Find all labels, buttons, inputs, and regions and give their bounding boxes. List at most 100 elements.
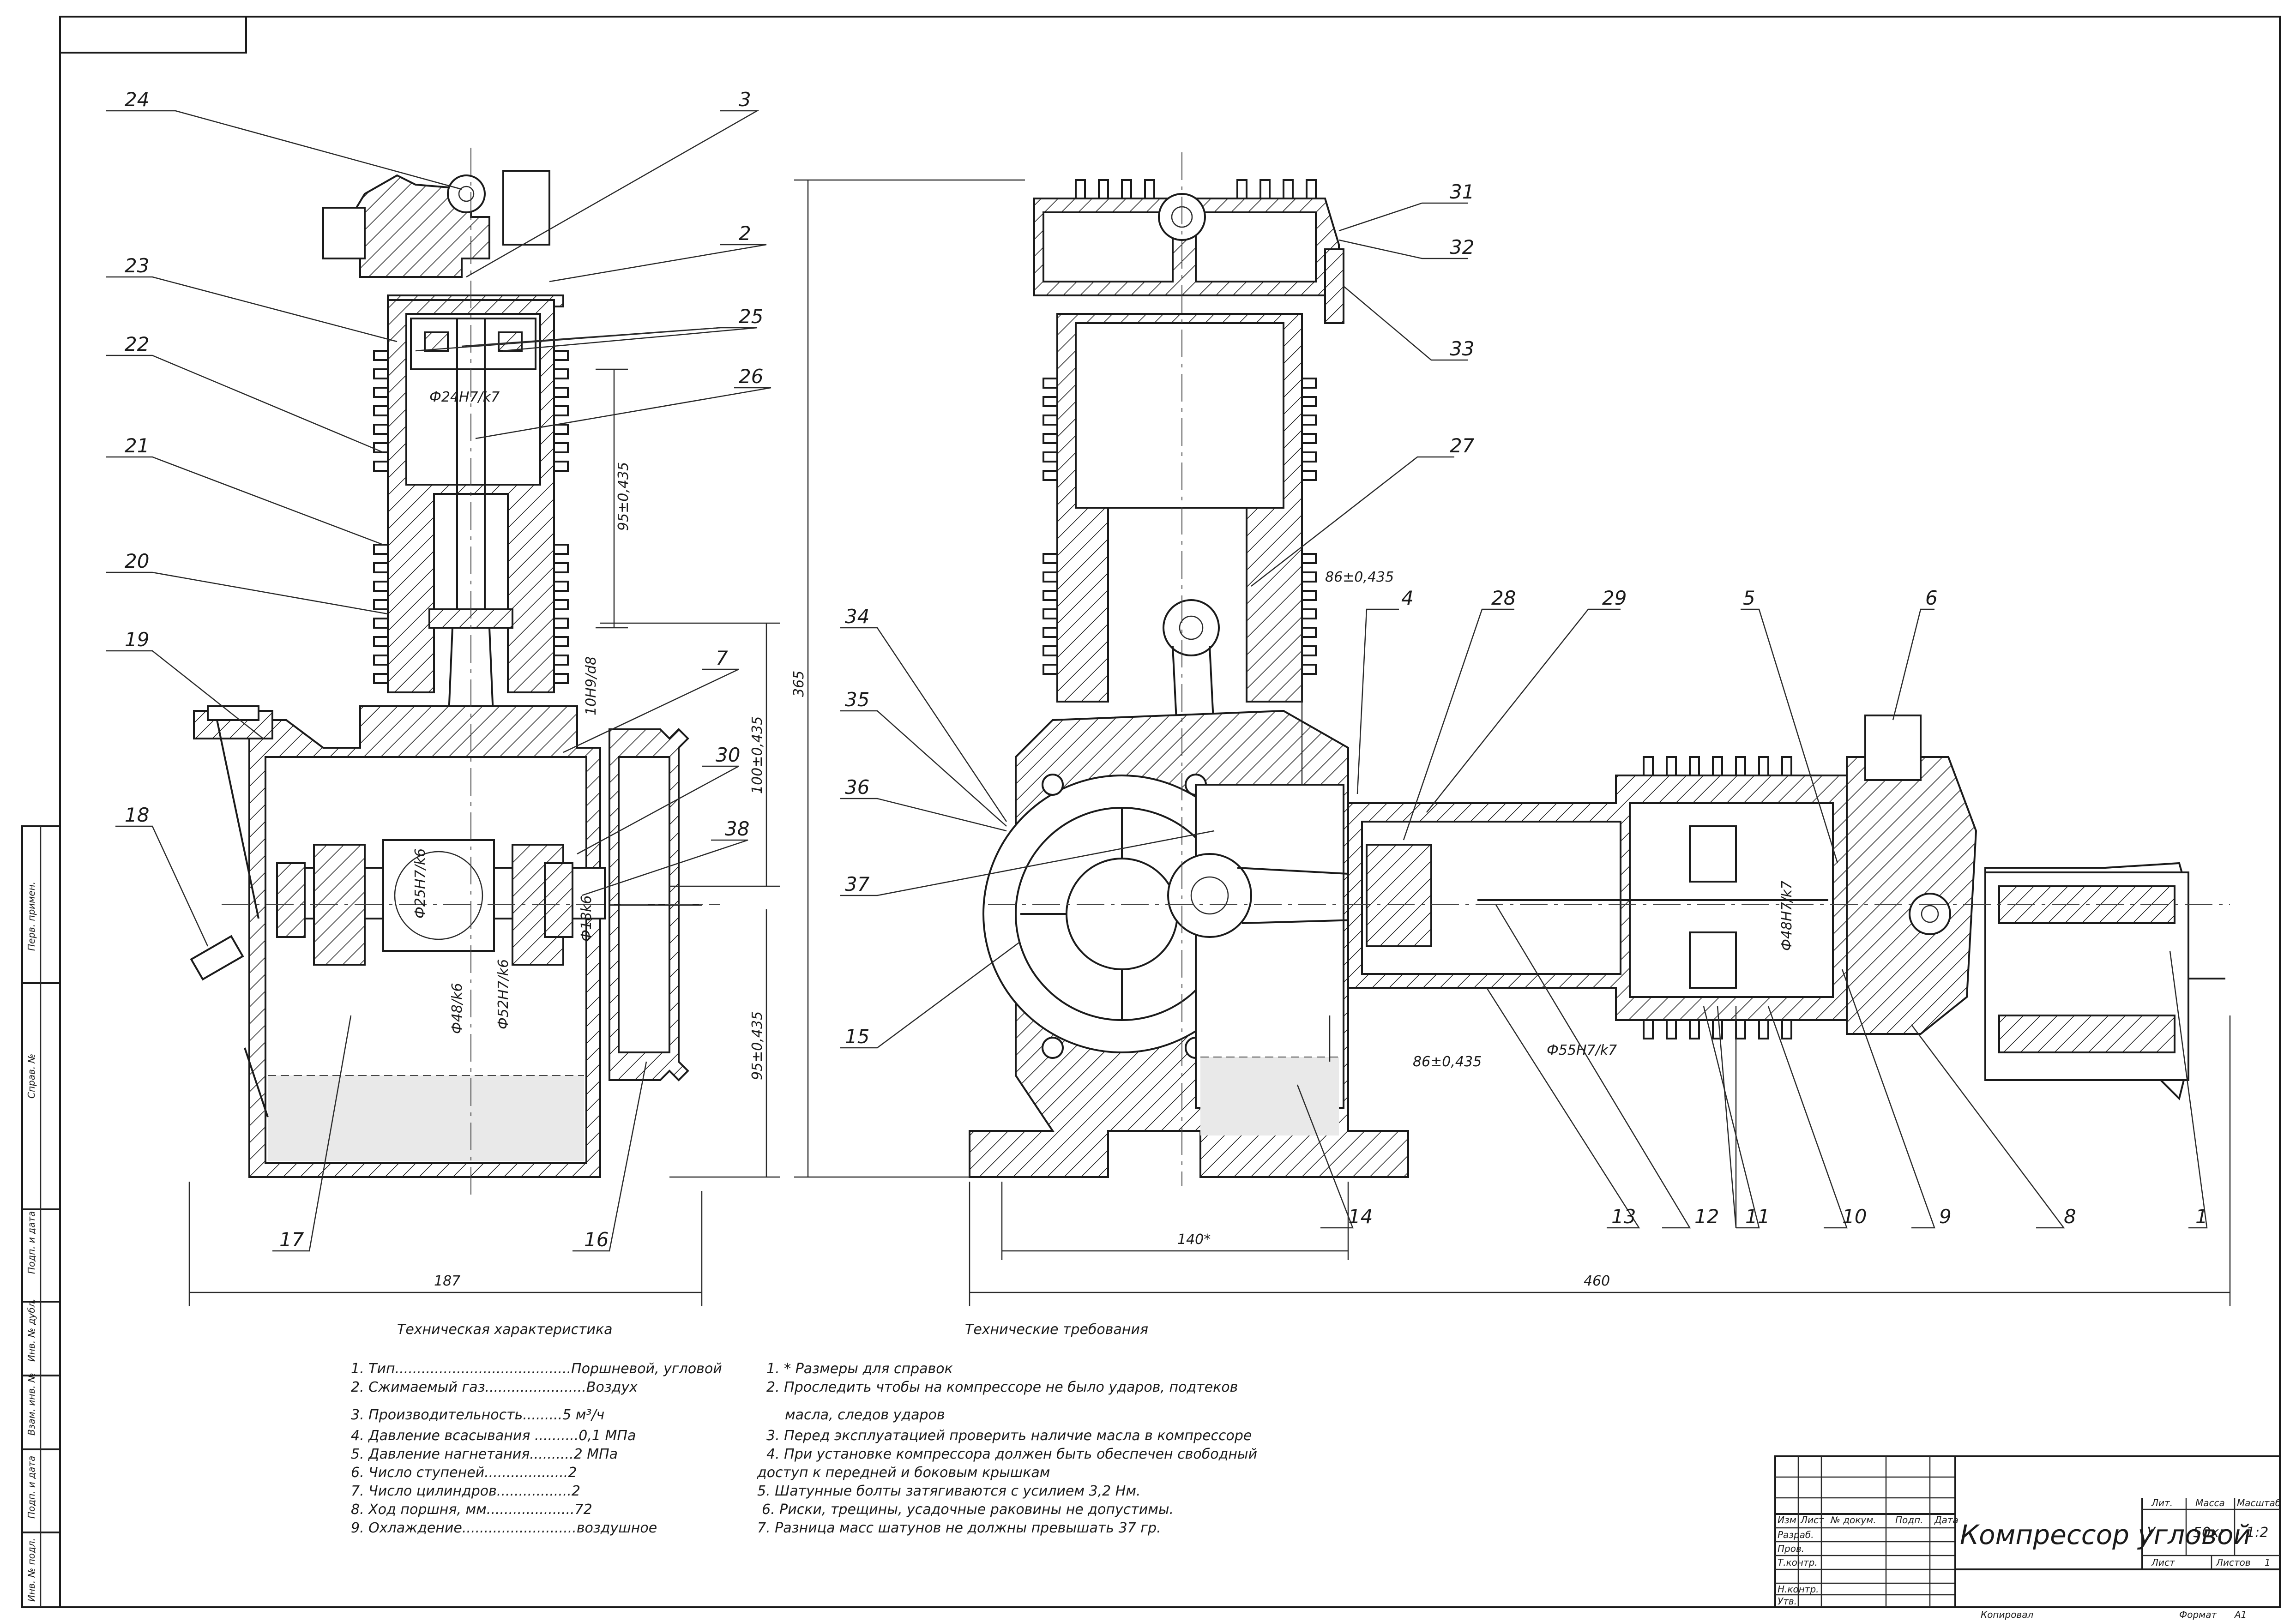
tech-req-item-3: масла, следов ударов	[785, 1407, 945, 1423]
tech-char-item-7: 7. Число цилиндров.................2	[351, 1483, 580, 1499]
tb-col-list: Лист	[1800, 1514, 1825, 1526]
callout-31: 31	[1450, 180, 1474, 203]
dim-d52: Ф52Н7/k6	[495, 959, 512, 1029]
side-section-view	[969, 152, 2230, 1186]
side-stamp-2: Справ. №	[26, 1054, 37, 1099]
front-section-view	[190, 148, 720, 1195]
tb-format-value: А1	[2234, 1609, 2247, 1620]
dim-d18: Ф18k6	[579, 895, 595, 942]
drawing-title: Компрессор угловой	[1960, 1519, 2251, 1550]
tb-col-doc: № докум.	[1830, 1514, 1876, 1526]
callout-11: 11	[1745, 1205, 1770, 1228]
callout-17: 17	[279, 1228, 304, 1251]
dim-d25: Ф25Н7/k6	[412, 848, 428, 919]
side-stamp-1: Перв. примен.	[26, 882, 37, 951]
side-stamp-6: Подп. и дата	[26, 1456, 37, 1519]
dim-w140: 140*	[1177, 1232, 1211, 1248]
tech-char-item-9: 9. Охлаждение..........................в…	[351, 1520, 657, 1536]
leader-lines	[106, 110, 2208, 1252]
tech-char-item-8: 8. Ход поршня, мм....................72	[351, 1502, 592, 1518]
dim-h95: 95±0,435	[615, 462, 632, 531]
tb-mass-label: Масса	[2195, 1497, 2225, 1508]
callout-18: 18	[125, 804, 149, 826]
callout-37: 37	[845, 873, 870, 895]
tb-sheets-label: Листов	[2216, 1557, 2251, 1568]
callout-10: 10	[1842, 1205, 1867, 1228]
side-stamp-7: Инв. № подл.	[26, 1538, 37, 1602]
callout-5: 5	[1743, 587, 1755, 609]
dim-365: 365	[791, 671, 807, 697]
tb-scale-value: 1:2	[2246, 1525, 2268, 1541]
callout-26: 26	[739, 365, 763, 388]
dim-d48: Ф48/k6	[449, 983, 465, 1034]
tb-col-date: Дата	[1934, 1514, 1959, 1526]
tech-characteristics: Техническая характеристика 1. Тип.......…	[351, 1322, 722, 1536]
callout-13: 13	[1611, 1205, 1636, 1228]
tech-req-item-5: 4. При установке компрессора должен быть…	[766, 1446, 1257, 1462]
callout-numbers: 1 2 3 4 5 6 7 8 9 10 11 12 13 14 15 16 1…	[125, 88, 2208, 1251]
dim-d48h7: Ф48Н7/k7	[1779, 881, 1795, 951]
tech-char-item-4: 4. Давление всасывания ..........0,1 МПа	[351, 1428, 636, 1444]
tech-char-item-3: 3. Производительность.........5 м³/ч	[351, 1407, 604, 1423]
tb-format-label: Формат	[2179, 1609, 2217, 1620]
dim-10h9: 10Н9/d8	[583, 656, 599, 715]
callout-12: 12	[1694, 1205, 1719, 1228]
tb-row-utv: Утв.	[1778, 1596, 1797, 1607]
tb-sheet-label: Лист	[2151, 1557, 2175, 1568]
dim-h95-low: 95±0,435	[749, 1011, 765, 1080]
side-stamp-4: Инв. № дубл.	[26, 1298, 37, 1362]
callout-3: 3	[739, 88, 751, 111]
sheet-frame	[59, 16, 2281, 1608]
callout-9: 9	[1939, 1205, 1952, 1228]
callout-32: 32	[1450, 236, 1474, 258]
tb-row-prov: Пров.	[1778, 1543, 1804, 1554]
callout-23: 23	[125, 254, 149, 277]
tech-requirements: Технические требования 1. * Размеры для …	[757, 1322, 1257, 1536]
tb-row-razrab: Разраб.	[1778, 1529, 1814, 1540]
dim-86-low: 86±0,435	[1413, 1054, 1482, 1070]
callout-28: 28	[1491, 587, 1516, 609]
tech-char-title: Техническая характеристика	[397, 1322, 613, 1338]
tech-char-item-6: 6. Число ступеней...................2	[351, 1465, 577, 1481]
dimension-lines	[188, 179, 2231, 1306]
tech-char-item-2: 2. Сжимаемый газ.......................В…	[351, 1379, 638, 1395]
tb-copied: Копировал	[1981, 1609, 2033, 1620]
callout-33: 33	[1450, 337, 1474, 360]
callout-30: 30	[716, 744, 740, 766]
tech-req-item-4: 3. Перед эксплуатацией проверить наличие…	[766, 1428, 1252, 1444]
callout-36: 36	[845, 776, 869, 799]
side-stamp-5: Взам. инв. №	[26, 1373, 37, 1436]
callout-38: 38	[725, 817, 749, 840]
side-stamp-3: Подп. и дата	[26, 1211, 37, 1274]
tech-req-title: Технические требования	[965, 1322, 1148, 1338]
callout-21: 21	[125, 434, 149, 457]
callout-25: 25	[739, 305, 763, 328]
tb-col-sign: Подп.	[1895, 1514, 1923, 1526]
tb-col-izm: Изм	[1778, 1514, 1796, 1526]
dimension-texts: Ф24Н7/k7 95±0,435 10Н9/d8 100±0,435 95±0…	[412, 389, 1795, 1289]
callout-8: 8	[2064, 1205, 2076, 1228]
callout-16: 16	[584, 1228, 609, 1251]
callout-1: 1	[2195, 1205, 2208, 1228]
tech-req-item-1: 1. * Размеры для справок	[766, 1361, 953, 1377]
tb-row-nkontr: Н.контр.	[1778, 1584, 1819, 1595]
callout-24: 24	[125, 88, 149, 111]
side-stamp-column: Перв. примен. Справ. № Подп. и дата Инв.…	[21, 825, 61, 1608]
callout-34: 34	[845, 605, 869, 628]
callout-22: 22	[125, 333, 149, 355]
callout-19: 19	[125, 628, 149, 651]
callout-20: 20	[125, 550, 149, 572]
tb-row-tkontr: Т.контр.	[1778, 1557, 1818, 1568]
tb-scale-label: Масштаб	[2237, 1497, 2281, 1508]
tech-req-item-8: 6. Риски, трещины, усадочные раковины не…	[762, 1502, 1174, 1518]
tech-req-item-9: 7. Разница масс шатунов не должны превыш…	[757, 1520, 1161, 1536]
tech-char-item-5: 5. Давление нагнетания..........2 МПа	[351, 1446, 618, 1462]
tb-sheets-value: 1	[2265, 1557, 2271, 1568]
tb-lit-value: У	[2147, 1525, 2156, 1541]
callout-27: 27	[1450, 434, 1475, 457]
tb-lit-label: Лит.	[2151, 1497, 2173, 1508]
title-block: Изм Лист № докум. Подп. Дата Разраб. Про…	[1774, 1455, 2281, 1620]
dim-w460: 460	[1584, 1273, 1610, 1289]
callout-4: 4	[1401, 587, 1414, 609]
tech-char-item-1: 1. Тип..................................…	[351, 1361, 722, 1377]
